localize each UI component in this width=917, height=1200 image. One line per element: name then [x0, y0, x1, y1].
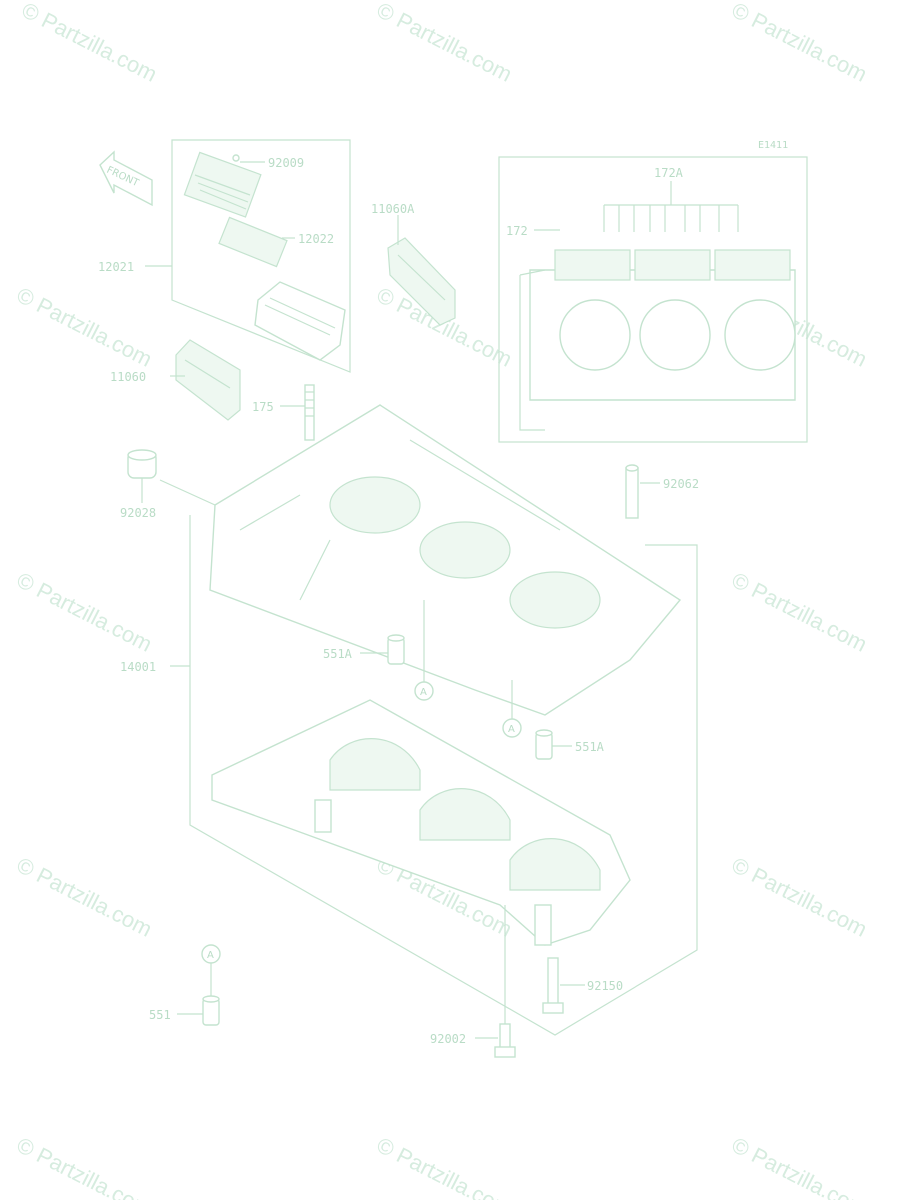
dowel-551 — [202, 995, 220, 1026]
reed-valve-group — [171, 139, 351, 373]
label-551A-right: 551A — [575, 740, 605, 754]
watermark: © Partzilla.com — [728, 852, 871, 942]
label-92002: 92002 — [430, 1032, 466, 1046]
svg-text:A: A — [207, 950, 214, 961]
front-arrow-icon: FRONT — [99, 150, 153, 207]
reference-id: E1411 — [758, 140, 788, 151]
callout-a-marker: A — [414, 681, 434, 701]
callout-a-marker: A — [502, 718, 522, 738]
watermark: © Partzilla.com — [13, 567, 156, 657]
bolt-92062 — [625, 464, 639, 519]
stud-175 — [304, 384, 315, 441]
label-92150: 92150 — [587, 979, 623, 993]
label-551A-left: 551A — [323, 647, 353, 661]
label-14001: 14001 — [120, 660, 156, 674]
watermark: © Partzilla.com — [13, 1132, 156, 1200]
watermark: © Partzilla.com — [13, 852, 156, 942]
cylinder-inset — [498, 156, 808, 443]
crankcase-upper — [209, 404, 682, 716]
part-labels: 92009 12022 12021 11060A 11060 175 172A … — [98, 156, 699, 1046]
dowel-551A-left — [387, 634, 405, 665]
label-172: 172 — [506, 224, 528, 238]
assembly-outline — [189, 515, 698, 1036]
label-175: 175 — [252, 400, 274, 414]
label-551: 551 — [149, 1008, 171, 1022]
label-leaders — [141, 161, 672, 1039]
dowel-551A-right — [535, 729, 553, 760]
bolt-92002 — [494, 1023, 516, 1058]
crankcase-lower — [211, 699, 631, 946]
gasket-11060A — [387, 237, 456, 326]
plug-92028 — [127, 449, 157, 479]
label-92009: 92009 — [268, 156, 304, 170]
gasket-11060 — [175, 339, 241, 421]
label-92028: 92028 — [120, 506, 156, 520]
watermark: © Partzilla.com — [728, 0, 871, 87]
watermark: © Partzilla.com — [18, 0, 161, 87]
svg-text:A: A — [508, 724, 515, 735]
watermark: © Partzilla.com — [373, 1132, 516, 1200]
label-11060: 11060 — [110, 370, 146, 384]
bolt-92150 — [542, 957, 564, 1014]
label-12021: 12021 — [98, 260, 134, 274]
callout-a-marker: A — [201, 944, 221, 964]
watermark: © Partzilla.com — [728, 567, 871, 657]
label-11060A: 11060A — [371, 202, 415, 216]
label-172A: 172A — [654, 166, 684, 180]
svg-text:A: A — [420, 687, 427, 698]
watermark: © Partzilla.com — [373, 0, 516, 87]
watermark: © Partzilla.com — [13, 282, 156, 372]
label-92062: 92062 — [663, 477, 699, 491]
callout-leaders — [210, 600, 513, 996]
label-12022: 12022 — [298, 232, 334, 246]
watermark: © Partzilla.com — [728, 1132, 871, 1200]
